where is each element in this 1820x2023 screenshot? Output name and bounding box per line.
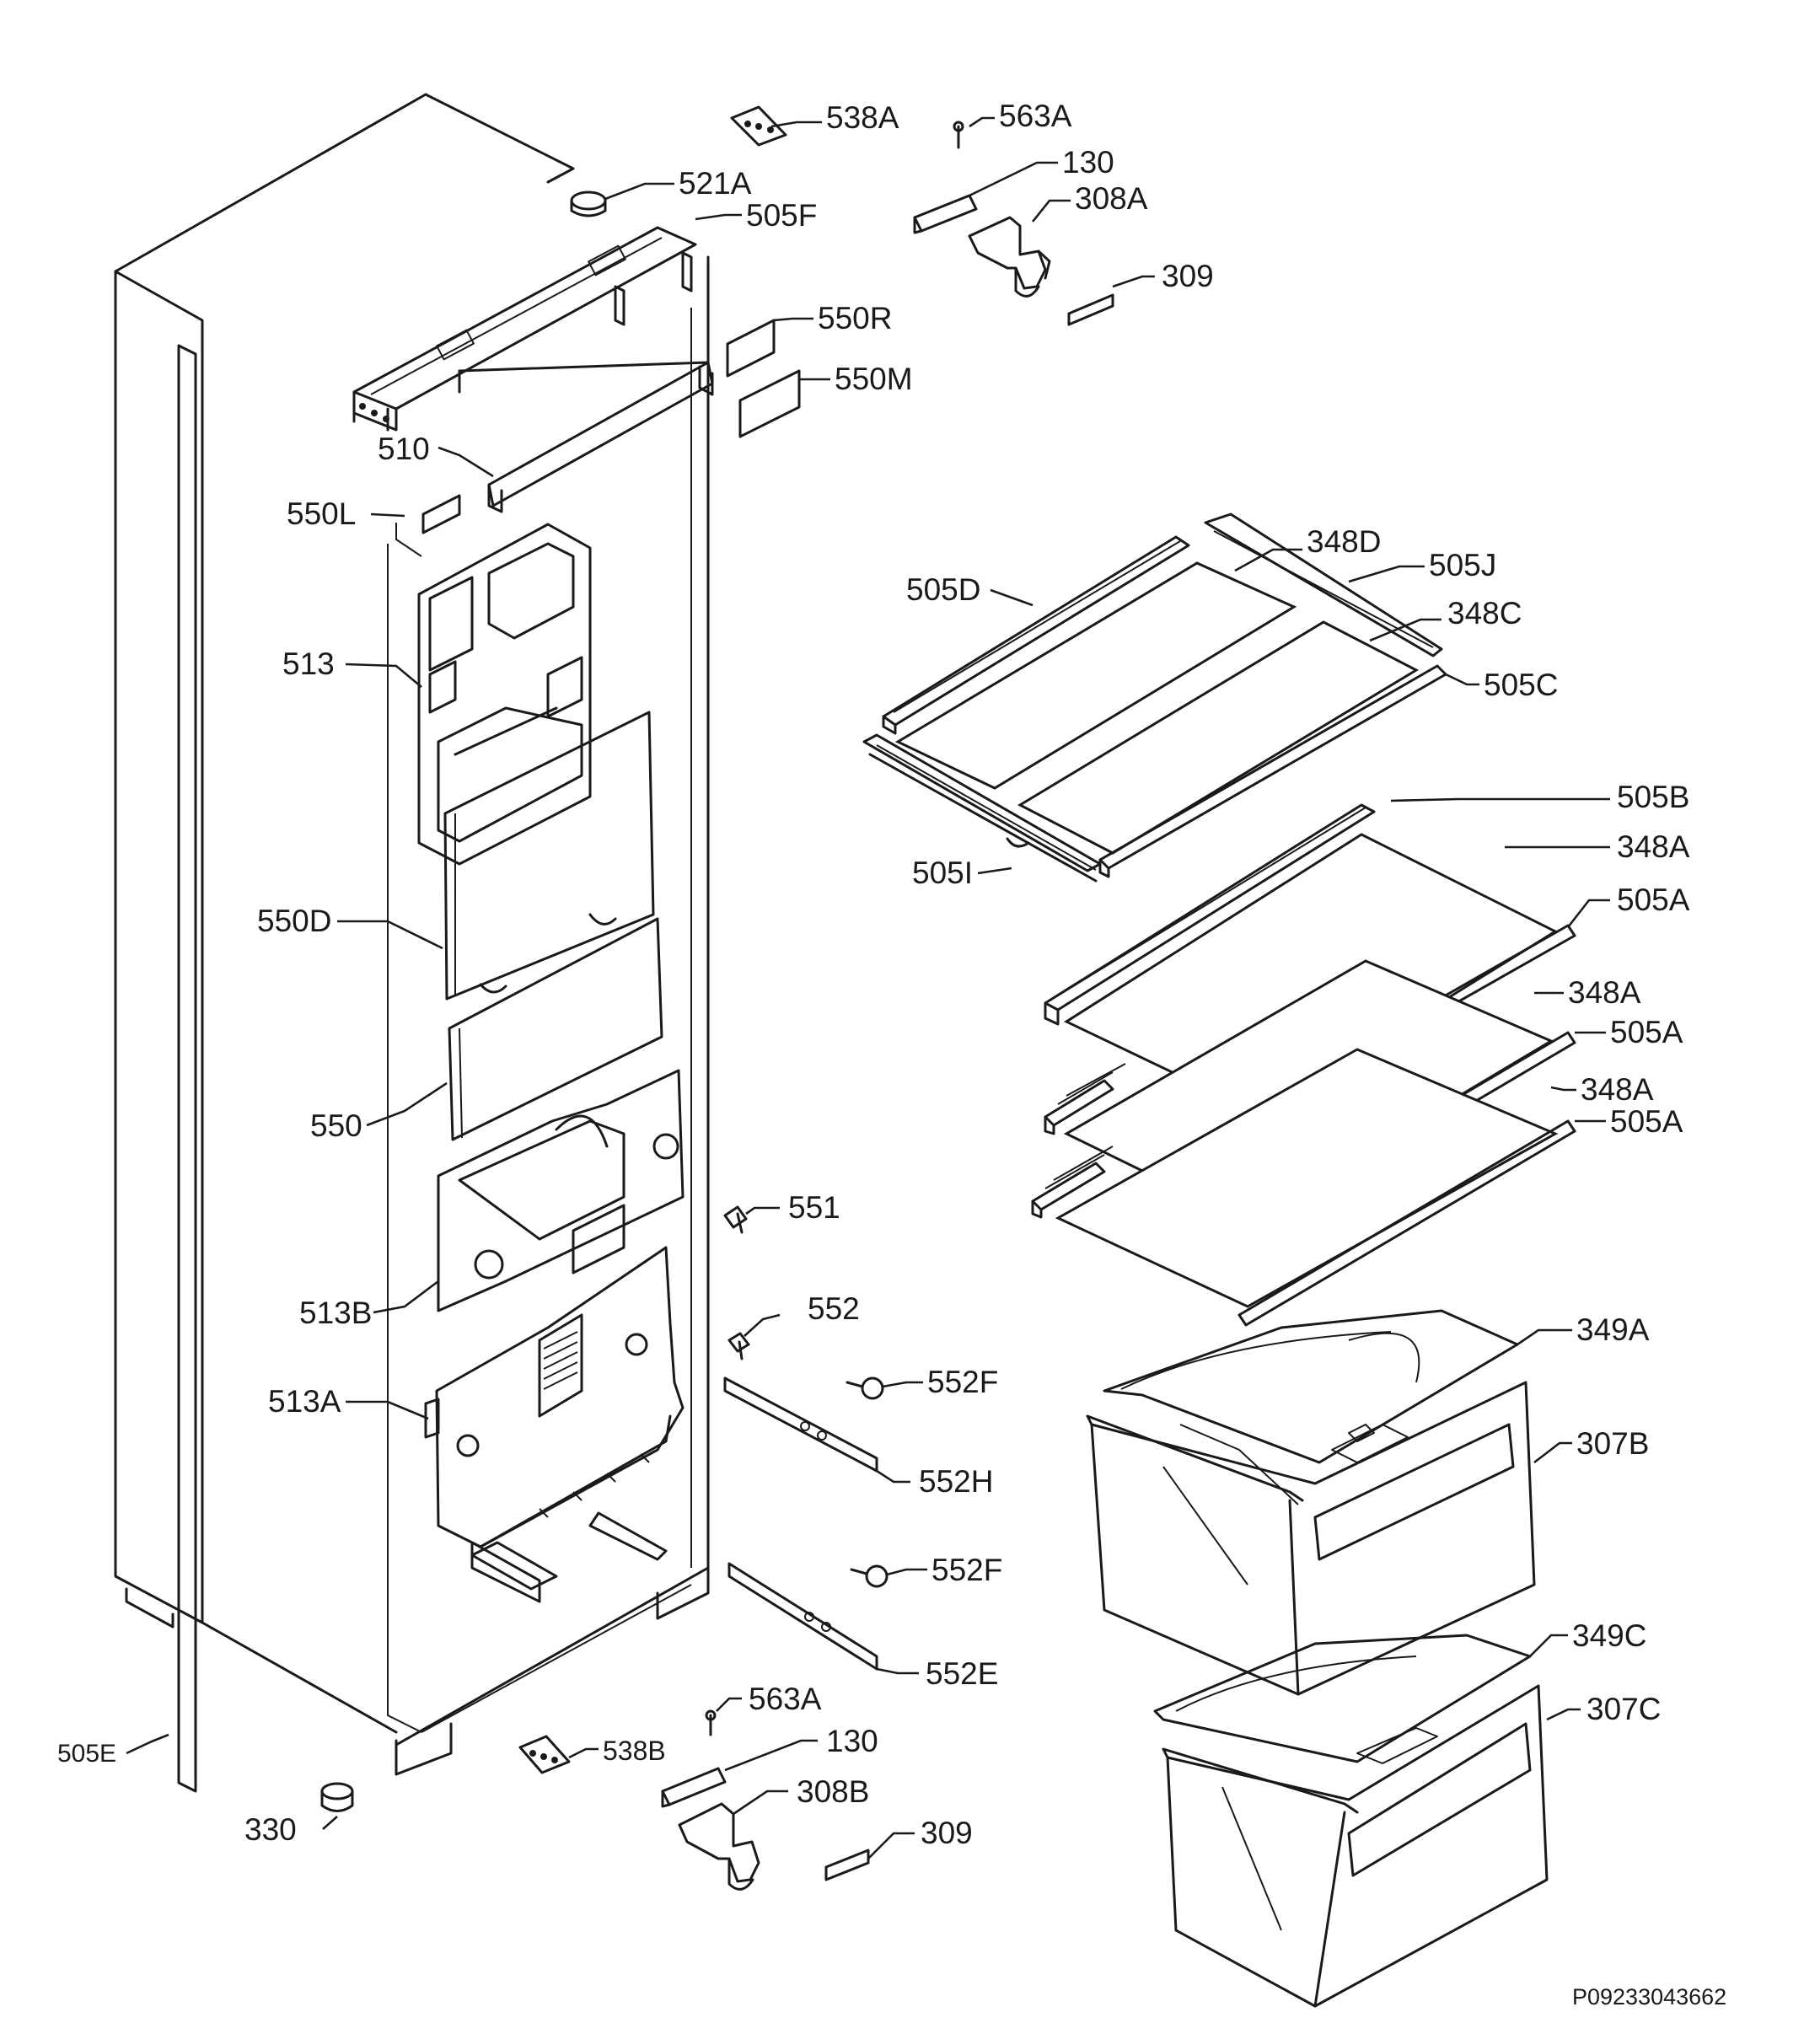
label-348a-1: 348A bbox=[1617, 829, 1690, 864]
cabinet bbox=[114, 93, 710, 1793]
document-code: P09233043662 bbox=[1572, 1984, 1726, 2010]
label-505d: 505D bbox=[906, 572, 980, 607]
light-cover-510 bbox=[458, 361, 714, 513]
drawer-upper bbox=[1086, 1309, 1536, 1696]
label-550r: 550R bbox=[818, 301, 892, 335]
dispenser-513b bbox=[437, 1069, 685, 1312]
label-552h: 552H bbox=[919, 1464, 993, 1499]
label-348a-2: 348A bbox=[1568, 975, 1641, 1010]
label-505b: 505B bbox=[1617, 780, 1689, 814]
label-563a-top: 563A bbox=[999, 99, 1072, 133]
panel-513a bbox=[424, 1246, 685, 1603]
label-505c: 505C bbox=[1484, 668, 1558, 702]
shelf-3 bbox=[1031, 1048, 1576, 1327]
label-349c: 349C bbox=[1572, 1618, 1646, 1653]
label-513: 513 bbox=[282, 647, 335, 681]
label-307b: 307B bbox=[1576, 1426, 1649, 1461]
part-521a bbox=[570, 190, 607, 217]
label-552f-1: 552F bbox=[927, 1365, 998, 1399]
label-550d: 550D bbox=[257, 904, 331, 938]
label-550l: 550L bbox=[287, 496, 356, 531]
label-552f-2: 552F bbox=[931, 1553, 1002, 1587]
label-307c: 307C bbox=[1586, 1692, 1661, 1726]
label-551: 551 bbox=[788, 1190, 840, 1225]
label-552e: 552E bbox=[926, 1656, 998, 1691]
door-550d bbox=[443, 711, 655, 1001]
label-538a: 538A bbox=[826, 100, 899, 135]
label-348a-3: 348A bbox=[1581, 1072, 1654, 1107]
label-563a-bottom: 563A bbox=[749, 1682, 822, 1716]
door-550 bbox=[448, 917, 663, 1141]
leader-lines bbox=[126, 116, 1610, 1859]
label-538b: 538B bbox=[603, 1736, 666, 1766]
label-550m: 550M bbox=[835, 362, 913, 396]
label-550: 550 bbox=[310, 1108, 362, 1143]
label-330: 330 bbox=[244, 1812, 297, 1847]
center-hardware bbox=[723, 1205, 889, 1671]
label-309-top: 309 bbox=[1162, 259, 1214, 293]
label-505j: 505J bbox=[1429, 548, 1496, 582]
drawer-lower bbox=[1153, 1634, 1549, 2008]
hinge-top-parts bbox=[730, 105, 1114, 326]
label-513a: 513A bbox=[268, 1384, 341, 1419]
label-309-bottom: 309 bbox=[921, 1816, 973, 1850]
label-130-bottom: 130 bbox=[826, 1724, 878, 1758]
label-552: 552 bbox=[808, 1291, 860, 1326]
hinge-bottom-parts bbox=[320, 1709, 870, 1891]
label-348d: 348D bbox=[1307, 524, 1381, 559]
callout-labels: 538A 563A 130 521A 308A 505F 309 550R 55… bbox=[57, 99, 1726, 2010]
label-505a-3: 505A bbox=[1610, 1104, 1683, 1139]
label-130-top: 130 bbox=[1062, 145, 1114, 180]
label-349a: 349A bbox=[1576, 1312, 1650, 1347]
top-shelf-assembly bbox=[862, 512, 1447, 883]
panel-513 bbox=[417, 523, 592, 866]
label-308b: 308B bbox=[797, 1774, 869, 1809]
label-510: 510 bbox=[378, 432, 430, 466]
label-505f: 505F bbox=[746, 198, 817, 233]
plates-550 bbox=[421, 319, 801, 534]
label-513b: 513B bbox=[299, 1296, 372, 1330]
label-505a-1: 505A bbox=[1617, 883, 1690, 917]
label-348c: 348C bbox=[1447, 596, 1522, 631]
label-308a: 308A bbox=[1075, 181, 1148, 216]
label-505a-2: 505A bbox=[1610, 1015, 1683, 1049]
label-521a: 521A bbox=[679, 166, 752, 201]
label-505i: 505I bbox=[912, 856, 973, 890]
label-505e: 505E bbox=[57, 1740, 116, 1768]
